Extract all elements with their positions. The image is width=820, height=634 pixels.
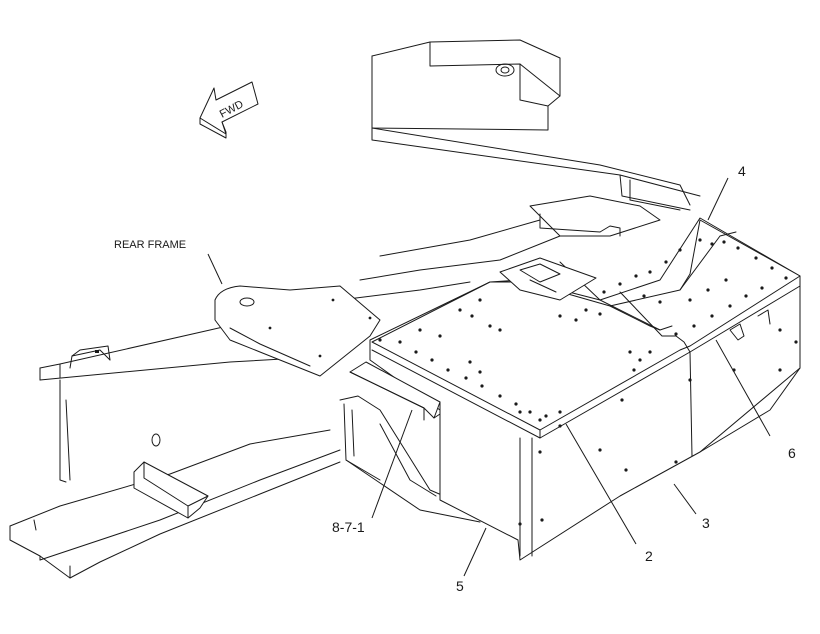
bolt-holes bbox=[378, 238, 798, 526]
callout-2: 2 bbox=[645, 548, 653, 564]
callout-8-7-1: 8-7-1 bbox=[332, 519, 365, 535]
plate-8-7-1 bbox=[349, 361, 441, 421]
fwd-arrow-icon: FWD bbox=[199, 81, 259, 139]
callout-3: 3 bbox=[702, 515, 710, 531]
callout-6: 6 bbox=[788, 445, 796, 461]
leader-lines bbox=[207, 177, 771, 577]
cover-assembly bbox=[369, 217, 801, 561]
rear-frame-label: REAR FRAME bbox=[114, 239, 186, 251]
rear-frame-structure bbox=[9, 39, 701, 579]
callout-4: 4 bbox=[738, 163, 746, 179]
callout-5: 5 bbox=[456, 578, 464, 594]
